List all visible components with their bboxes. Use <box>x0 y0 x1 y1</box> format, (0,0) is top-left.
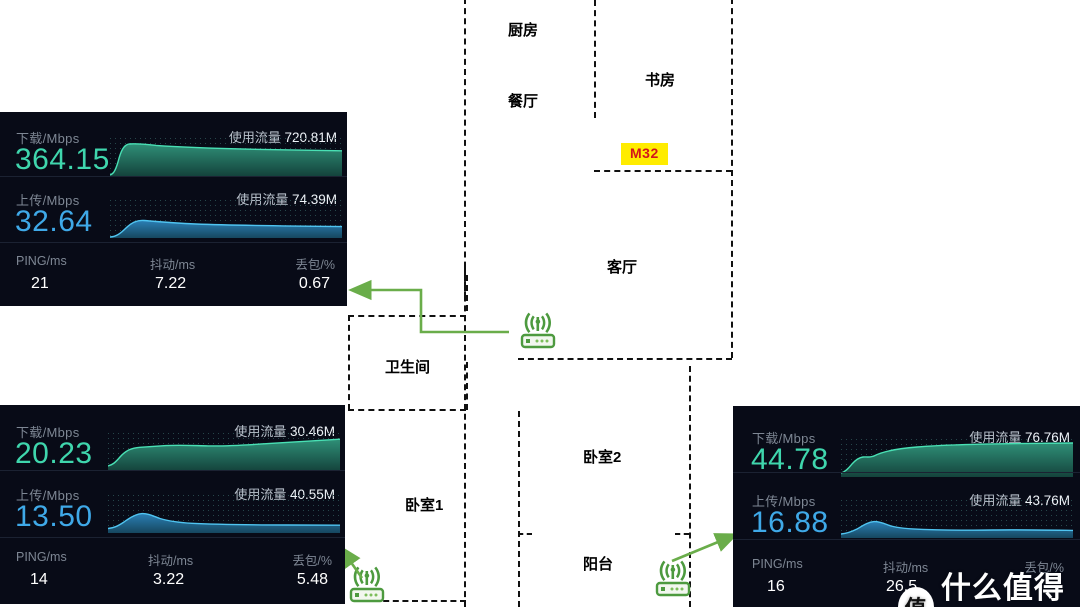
ping-label: PING/ms <box>16 254 67 268</box>
upload-label: 上传/Mbps <box>16 488 80 503</box>
wall-balcony-door-left <box>518 533 532 535</box>
download-label: 下载/Mbps <box>16 425 80 440</box>
wall-bathroom-left <box>348 315 350 410</box>
wall-living-bottom <box>518 358 732 360</box>
speedtest-panel-balcony: 下载/Mbps 44.78 使用流量 76.76M <box>733 406 1080 607</box>
wall-bedroom2-left <box>518 411 520 607</box>
wall-study-right <box>731 0 733 358</box>
download-chart <box>841 439 1073 477</box>
room-label-bathroom: 卫生间 <box>385 359 431 376</box>
download-chart <box>110 138 342 176</box>
wall-bathroom-bottom <box>348 409 466 411</box>
section-divider-2 <box>0 537 345 538</box>
download-section: 下载/Mbps 44.78 使用流量 76.76M <box>733 406 1080 477</box>
room-label-living: 客厅 <box>607 259 638 276</box>
jitter-label: 抖动/ms <box>150 258 196 272</box>
section-divider-1 <box>733 472 1080 473</box>
stats-section: PING/ms 16 抖动/ms 26.5 丢包/% <box>733 541 1080 607</box>
download-value: 20.23 <box>15 437 93 470</box>
watermark: 值 什么值得买 <box>898 563 1080 607</box>
download-section: 下载/Mbps 20.23 使用流量 30.46M <box>0 405 345 471</box>
speedtest-panel-living-room: 下载/Mbps 364.15 使用流量 720.81M <box>0 112 347 306</box>
section-divider-1 <box>0 176 347 177</box>
watermark-logo-icon: 值 <box>898 587 934 607</box>
room-label-kitchen: 厨房 <box>508 22 539 39</box>
wall-left-lower <box>464 266 466 607</box>
watermark-text: 什么值得买 <box>940 572 1065 605</box>
room-label-balcony: 阳台 <box>583 556 614 573</box>
download-chart <box>108 433 340 471</box>
room-label-bedroom2: 卧室2 <box>583 449 622 466</box>
loss-label: 丢包/% <box>295 258 335 272</box>
wall-bedroom1-bottom <box>364 600 466 602</box>
upload-section: 上传/Mbps 32.64 使用流量 74.39M <box>0 178 347 240</box>
stats-section: PING/ms 14 抖动/ms 3.22 丢包/% 5.48 <box>0 539 345 604</box>
ping-value: 14 <box>30 571 48 588</box>
download-section: 下载/Mbps 364.15 使用流量 720.81M <box>0 112 347 176</box>
wall-bathroom-right <box>466 362 468 410</box>
speedtest-panel-bedroom1: 下载/Mbps 20.23 使用流量 30.46M <box>0 405 345 604</box>
upload-section: 上传/Mbps 13.50 使用流量 40.55M <box>0 472 345 535</box>
wall-bathroom-top <box>348 315 466 317</box>
jitter-value: 3.22 <box>153 571 185 588</box>
wifi-router-icon-balcony[interactable] <box>651 560 695 598</box>
wall-left-upper <box>464 0 466 298</box>
wifi-router-icon-living[interactable] <box>516 312 560 350</box>
upload-value: 16.88 <box>751 506 829 539</box>
download-value: 44.78 <box>751 443 829 476</box>
ping-value: 16 <box>767 578 785 595</box>
upload-chart <box>108 495 340 533</box>
upload-label: 上传/Mbps <box>752 494 816 509</box>
wall-balcony-door-right <box>675 533 689 535</box>
ping-label: PING/ms <box>752 557 803 571</box>
jitter-label: 抖动/ms <box>883 561 929 575</box>
download-label: 下载/Mbps <box>752 431 816 446</box>
section-divider-2 <box>733 539 1080 540</box>
wall-bedroom2-right <box>689 366 691 607</box>
upload-value: 13.50 <box>15 500 93 533</box>
loss-label: 丢包/% <box>292 554 332 568</box>
upload-section: 上传/Mbps 16.88 使用流量 43.76M <box>733 474 1080 539</box>
arrow-balcony-to-panel3 <box>671 533 739 563</box>
room-label-bedroom1: 卧室1 <box>405 497 444 514</box>
ping-label: PING/ms <box>16 550 67 564</box>
ping-value: 21 <box>31 275 49 292</box>
stats-section: PING/ms 21 抖动/ms 7.22 丢包/% 0.67 <box>0 244 347 306</box>
section-divider-1 <box>0 470 345 471</box>
upload-chart <box>841 500 1073 538</box>
arrow-living-to-panel1 <box>348 279 509 334</box>
loss-value: 5.48 <box>296 571 328 588</box>
upload-value: 32.64 <box>15 205 93 238</box>
device-tag-m32[interactable]: M32 <box>621 143 668 165</box>
wall-bathroom-doorjamb <box>466 275 468 311</box>
wifi-router-icon-bedroom1[interactable] <box>345 566 389 604</box>
loss-value: 0.67 <box>298 275 330 292</box>
section-divider-2 <box>0 242 347 243</box>
jitter-label: 抖动/ms <box>148 554 194 568</box>
wall-study-bottom <box>594 170 732 172</box>
download-label: 下载/Mbps <box>16 131 80 146</box>
wall-dining-study <box>594 0 596 118</box>
jitter-value: 7.22 <box>155 275 187 292</box>
upload-chart <box>110 200 342 238</box>
room-label-dining: 餐厅 <box>508 93 539 110</box>
loss-label: 丢包/% <box>1024 561 1064 575</box>
download-value: 364.15 <box>15 143 110 176</box>
room-label-study: 书房 <box>645 72 676 89</box>
upload-label: 上传/Mbps <box>16 193 80 208</box>
